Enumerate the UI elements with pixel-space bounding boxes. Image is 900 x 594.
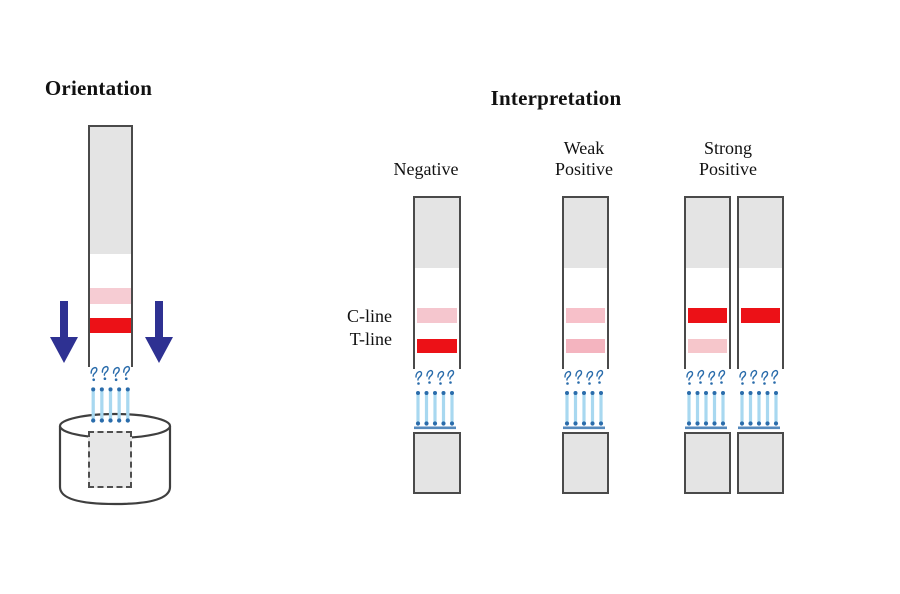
interpretation-title: Interpretation (490, 86, 622, 110)
orientation-c-line-band (90, 288, 131, 304)
strip-top-pad (737, 196, 784, 272)
column-label-strong-positive: Strong Positive (678, 132, 778, 180)
c-line-band (566, 308, 605, 323)
submerged-pad (88, 431, 132, 488)
orientation-strip-membrane (88, 254, 133, 367)
strip-bottom-pad (737, 432, 784, 494)
orientation-t-line-band (90, 318, 131, 333)
orientation-strip-top-pad (88, 125, 133, 256)
strip-membrane (413, 268, 461, 369)
strip-weak-positive (562, 196, 609, 494)
c-line-band (741, 308, 780, 323)
strip-bottom-pad (684, 432, 731, 494)
orientation-title: Orientation (44, 76, 153, 100)
strip-strong-positive-2 (737, 196, 784, 494)
column-label-negative: Negative (376, 132, 476, 180)
strip-membrane (684, 268, 731, 369)
t-line-band (417, 339, 457, 353)
c-line-band (417, 308, 457, 323)
down-arrow-icon-right (145, 301, 173, 363)
wick-flow-icon (737, 369, 781, 430)
strip-top-pad (413, 196, 461, 272)
t-line-band (741, 339, 780, 353)
column-label-line: Positive (698, 158, 757, 179)
t-line-label: T-line (349, 329, 392, 349)
strip-bottom-pad (413, 432, 461, 494)
t-line-band (688, 339, 727, 353)
strip-top-pad (684, 196, 731, 272)
down-arrow-icon-left (50, 301, 78, 363)
wick-flow-icon (413, 369, 457, 430)
c-line-label: C-line (347, 306, 392, 326)
wick-flow-icon (88, 365, 133, 423)
strip-top-pad (562, 196, 609, 272)
column-label-weak-positive: Weak Positive (534, 132, 634, 180)
wick-flow-icon (562, 369, 606, 430)
strip-strong-positive-1 (684, 196, 731, 494)
t-line-band (566, 339, 605, 353)
c-line-band (688, 308, 727, 323)
column-label-line: Negative (393, 158, 459, 179)
column-label-line: Positive (554, 158, 613, 179)
column-label-line: Strong (703, 137, 752, 158)
strip-membrane (737, 268, 784, 369)
column-label-line: Weak (563, 137, 605, 158)
strip-membrane (562, 268, 609, 369)
strip-bottom-pad (562, 432, 609, 494)
wick-flow-icon (684, 369, 728, 430)
strip-negative (413, 196, 461, 494)
